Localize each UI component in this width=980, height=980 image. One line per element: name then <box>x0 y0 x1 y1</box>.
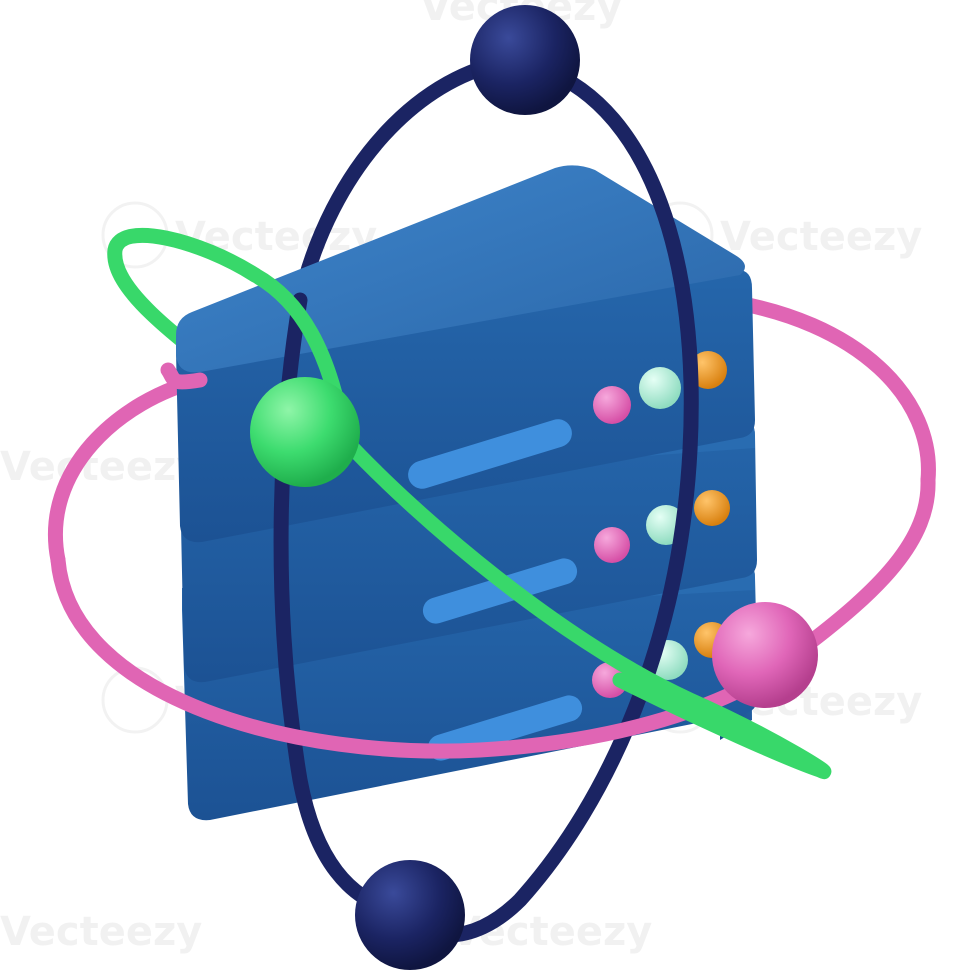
led-pink-top <box>593 386 631 424</box>
watermark-text: Vecteezy <box>720 214 922 260</box>
server-top-lid <box>176 165 745 373</box>
led-mint-top <box>639 367 681 409</box>
pink-orbit-back <box>48 292 936 568</box>
led-pink-middle <box>594 527 630 563</box>
pink-orbit-front <box>50 362 936 759</box>
watermark-text: Vecteezy <box>0 444 202 490</box>
green-orbit-front <box>247 267 832 779</box>
pink-node-icon <box>712 602 818 708</box>
green-node-icon <box>250 377 360 487</box>
navy-node-bottom-icon <box>355 860 465 970</box>
led-orange-middle <box>694 490 730 526</box>
drive-slot-top <box>408 419 572 489</box>
navy-node-top-icon <box>470 5 580 115</box>
watermark-text: Vecteezy <box>0 909 202 955</box>
drive-slot-middle <box>422 558 578 624</box>
